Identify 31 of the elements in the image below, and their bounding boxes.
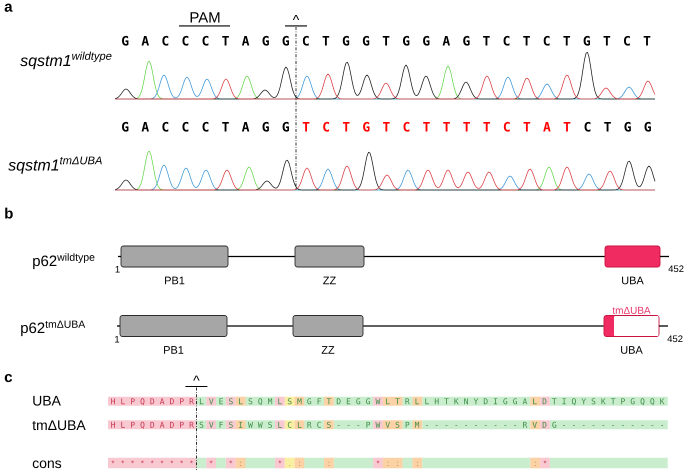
annotation-label: PAM [190, 12, 220, 22]
row-label: UBA [33, 396, 61, 406]
backbone-line [363, 325, 604, 327]
row-label: tmΔUBA [32, 420, 86, 430]
domain-label: UBA [622, 276, 644, 284]
dna-sequence: G A C C C T A G G C T G G T G G A G T C T C T G T C T [122, 36, 650, 46]
panel-label: b [5, 208, 13, 219]
caret-mark: ^ [292, 15, 300, 20]
dna-sequence: T C T G T C T T T T C T A T [302, 122, 570, 132]
residue-number: 452 [668, 265, 684, 272]
dna-sequence: G A C C C T A G G [122, 122, 289, 132]
panel-label: c [4, 374, 12, 382]
domain-label: ZZ [322, 346, 334, 354]
genotype-label: sqstm1$^{tmΔUBA}$ [8, 156, 102, 174]
dna-sequence: C T G G [584, 122, 651, 132]
residue-number: 1 [116, 266, 120, 272]
domain-label: tmΔUBA [612, 306, 651, 314]
caret-mark: ^ [193, 376, 200, 381]
domain-label: PB1 [164, 346, 184, 354]
backbone-line [227, 325, 293, 327]
panel-label: a [4, 4, 13, 12]
protein-label: p62$^{tmΔUBA}$ [21, 320, 86, 336]
row-label: cons [32, 460, 62, 468]
genotype-label: sqstm1$^{wildtype}$ [20, 52, 112, 70]
residue-number: 1 [115, 336, 120, 342]
backbone-line [228, 256, 295, 258]
domain-label: ZZ [323, 276, 336, 284]
backbone-line [364, 256, 605, 258]
domain-label: UBA [621, 346, 643, 354]
domain-label: PB1 [165, 276, 184, 284]
protein-label: p62$^{wildtype}$ [33, 253, 94, 270]
